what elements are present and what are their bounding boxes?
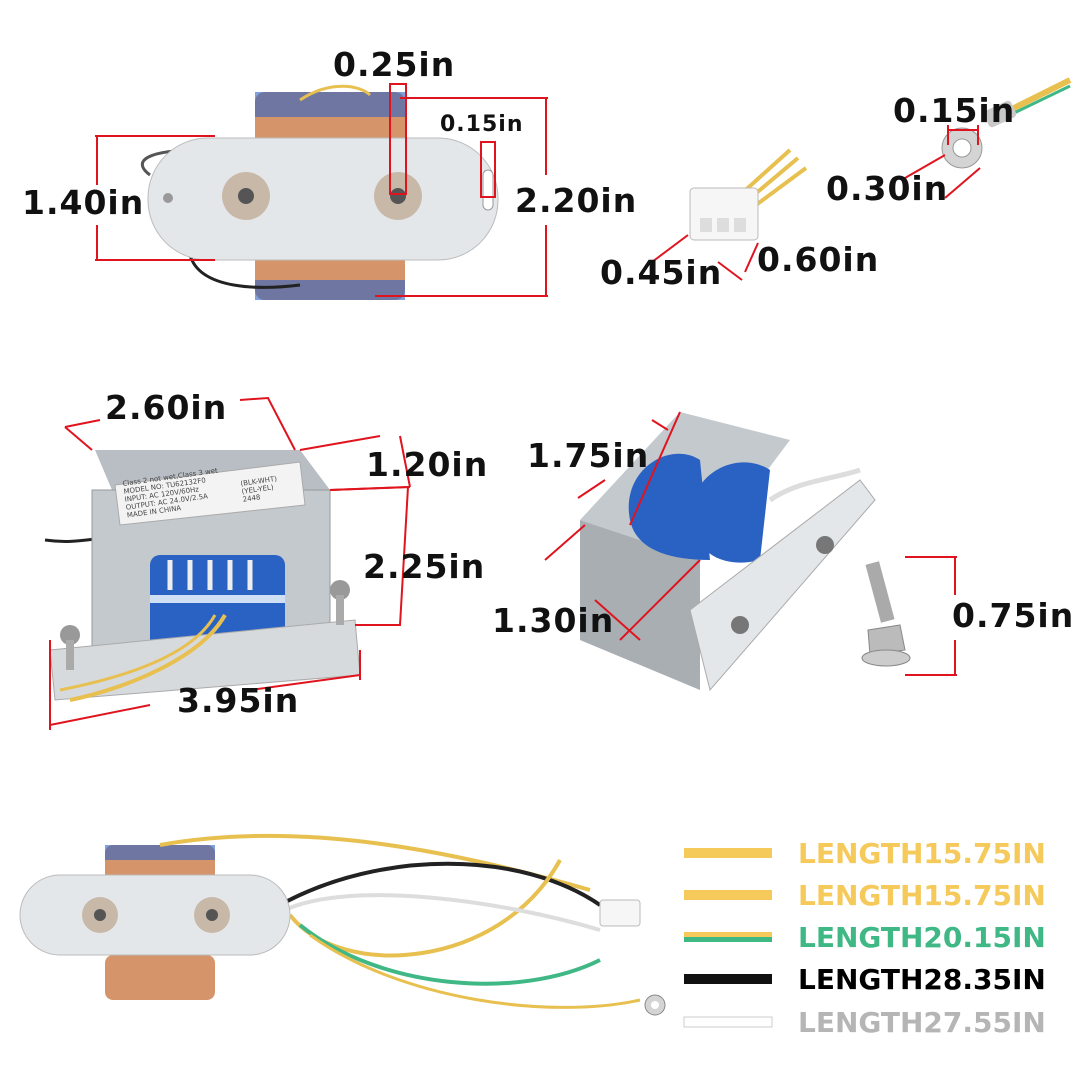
top-view-dimension-lines (95, 83, 548, 297)
legend-yellow-wire-2: LENGTH15.75IN (798, 879, 1046, 912)
wire-legend-swatches (683, 848, 773, 1028)
wire-swatch-yellow (684, 890, 772, 900)
ring-dimension-lines (904, 125, 981, 199)
dim-hole-spacing: 0.25in (333, 45, 456, 84)
top-view-transformer (141, 84, 499, 300)
front-view-transformer (44, 450, 361, 702)
legend-white-wire: LENGTH27.55IN (798, 1006, 1046, 1039)
dim-depth: 2.60in (105, 388, 228, 427)
dim-overall-height: 2.20in (515, 181, 638, 220)
screw-dimension-lines (905, 556, 957, 676)
ring-terminal (941, 77, 1072, 169)
side-view-transformer (580, 412, 876, 692)
dim-coil-width: 1.75in (527, 436, 650, 475)
wire-swatch-yellow (684, 848, 772, 858)
front-dimension-lines (49, 396, 411, 730)
wire-swatch-green-yellow (684, 932, 772, 937)
dim-screw-length: 0.75in (952, 596, 1075, 635)
connector-dimension-lines (651, 234, 759, 281)
dim-top-width: 1.20in (366, 445, 489, 484)
connector-plug (689, 148, 808, 241)
dim-mount-height: 1.40in (22, 183, 145, 222)
dim-connector-depth: 0.60in (757, 240, 880, 279)
legend-black-wire: LENGTH28.35IN (798, 963, 1046, 996)
dim-ring-inner: 0.15in (893, 91, 1016, 130)
wire-swatch-green-yellow (684, 937, 772, 942)
transformer-with-wires (19, 833, 666, 1016)
dim-slot-width: 0.15in (440, 112, 524, 137)
self-drilling-screw (861, 561, 911, 667)
legend-yellow-wire-1: LENGTH15.75IN (798, 837, 1046, 870)
dim-connector-width: 0.45in (600, 253, 723, 292)
legend-green-wire: LENGTH20.15IN (798, 921, 1046, 954)
dim-ring-outer: 0.30in (826, 169, 949, 208)
dim-base-length: 3.95in (177, 681, 300, 720)
nameplate-label-right: (BLK-WHT) (YEL-YEL) 2448 (240, 475, 280, 504)
side-dimension-lines (544, 411, 701, 641)
wire-swatch-black (684, 974, 772, 984)
dim-height: 2.25in (363, 547, 486, 586)
wire-swatch-white (683, 1016, 773, 1028)
dim-core-height: 1.30in (492, 601, 615, 640)
